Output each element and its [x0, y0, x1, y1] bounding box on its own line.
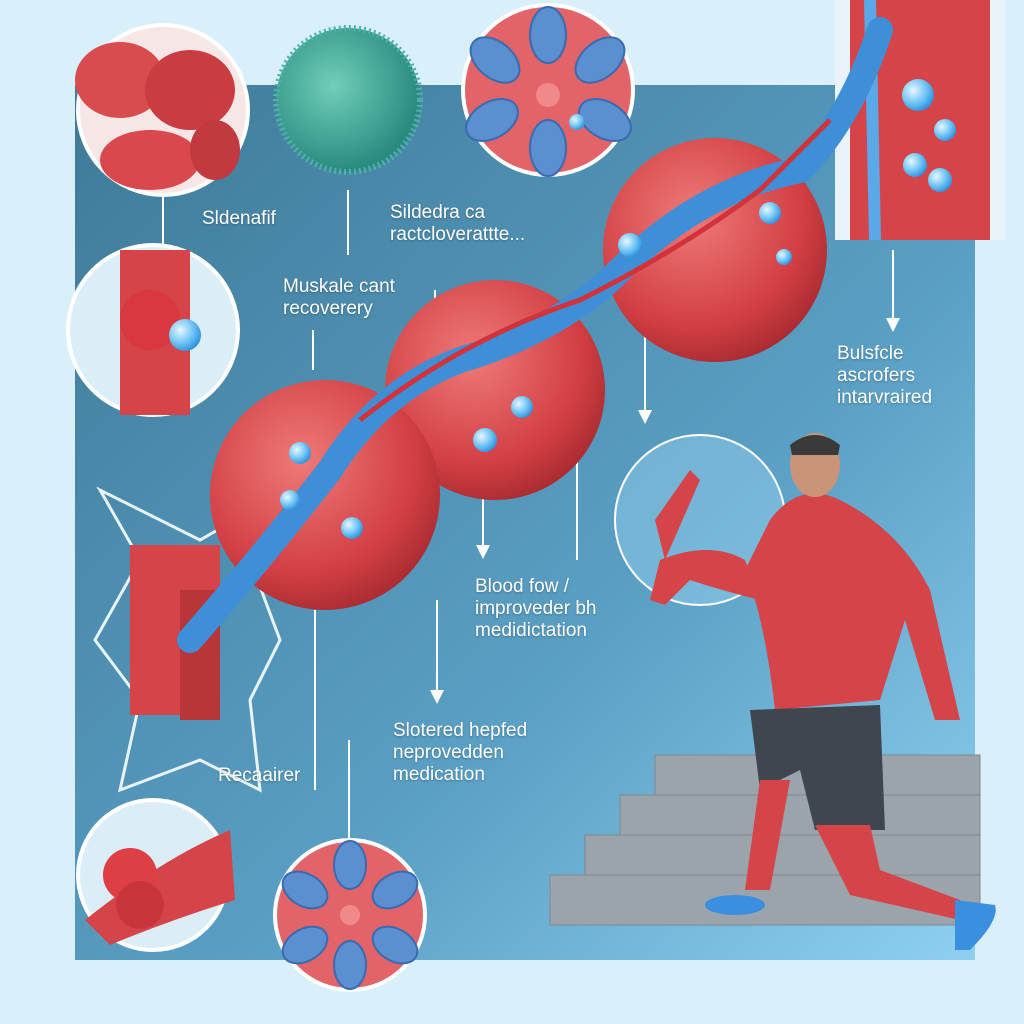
oxygen-bubbles — [280, 114, 792, 539]
label-line: Blood fow / — [475, 576, 569, 597]
label-line: Sildedra ca — [390, 202, 486, 223]
label-line: Bulsfcle — [837, 343, 904, 364]
blood-vessel — [177, 17, 893, 653]
label-sildenafil: Sldenafif — [202, 208, 276, 230]
label-line: medidictation — [475, 620, 587, 641]
label-line: medication — [393, 764, 485, 785]
virus-particle — [273, 25, 423, 175]
arrow-heads — [430, 318, 900, 704]
inset-red-blood-cells — [75, 23, 250, 197]
artery — [358, 118, 832, 422]
inset-cross-section-bottom — [273, 838, 427, 992]
label-restored: Slotered hepfed neprovedden medication — [393, 720, 527, 786]
label-line: ascrofers — [837, 365, 916, 386]
inset-muscle-fiber-top-right — [835, 0, 1005, 241]
muscle-sphere — [603, 138, 827, 362]
label-line: neprovedden — [393, 742, 504, 763]
label-muscle-fibers: Bulsfcle ascrofers intarvraired — [837, 343, 932, 409]
inset-muscle-fiber-left — [66, 243, 240, 417]
label-sildenafil-action: Sildedra ca ractcloverattte... — [390, 202, 525, 246]
label-text: Recaairer — [218, 765, 301, 786]
label-line: ractcloverattte... — [390, 224, 526, 245]
inset-cell-bottom-left — [76, 798, 235, 952]
inset-cross-section-top — [461, 3, 635, 177]
label-line: Slotered hepfed — [393, 720, 528, 741]
label-line: improveder bh — [475, 598, 597, 619]
label-text: Sldenafif — [202, 208, 276, 229]
label-line: intarvraired — [837, 387, 933, 408]
label-repair: Recaairer — [218, 765, 300, 787]
label-blood-flow: Blood fow / improveder bh medidictation — [475, 576, 596, 642]
label-line: recoverery — [283, 298, 373, 319]
athlete-figure — [650, 433, 996, 950]
label-muscle-recovery: Muskale cant recoverery — [283, 276, 395, 320]
label-line: Muskale cant — [283, 276, 395, 297]
